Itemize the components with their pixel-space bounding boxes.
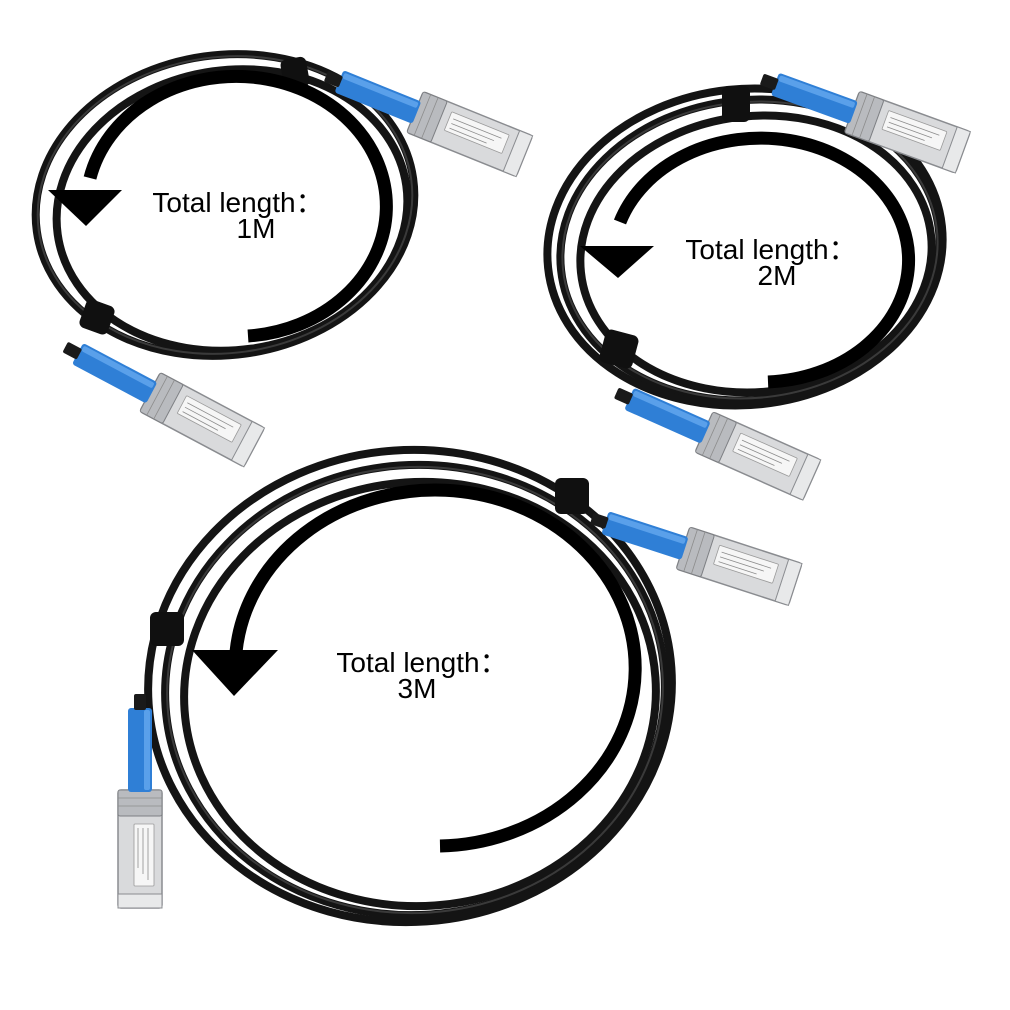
- length-label-2m-title: Total length：: [685, 234, 857, 265]
- length-label-2m-value: 2M: [757, 260, 797, 291]
- length-label-1m: Total length： 1M: [150, 187, 326, 244]
- length-label-3m-value: 3M: [397, 673, 437, 704]
- length-label-1m-value: 1M: [236, 213, 276, 244]
- arrow-2m: [580, 131, 916, 389]
- length-label-3m-title: Total length：: [336, 647, 508, 678]
- length-label-1m-title: Total length：: [152, 187, 324, 218]
- arrow-1m: [48, 69, 393, 343]
- cable-2m: [543, 84, 947, 410]
- arrow-3m: [192, 483, 642, 853]
- length-label-3m: Total length： 3M: [334, 647, 510, 703]
- length-label-2m: Total length： 2M: [683, 234, 859, 291]
- sfp-module-3m-bottom: [117, 693, 163, 909]
